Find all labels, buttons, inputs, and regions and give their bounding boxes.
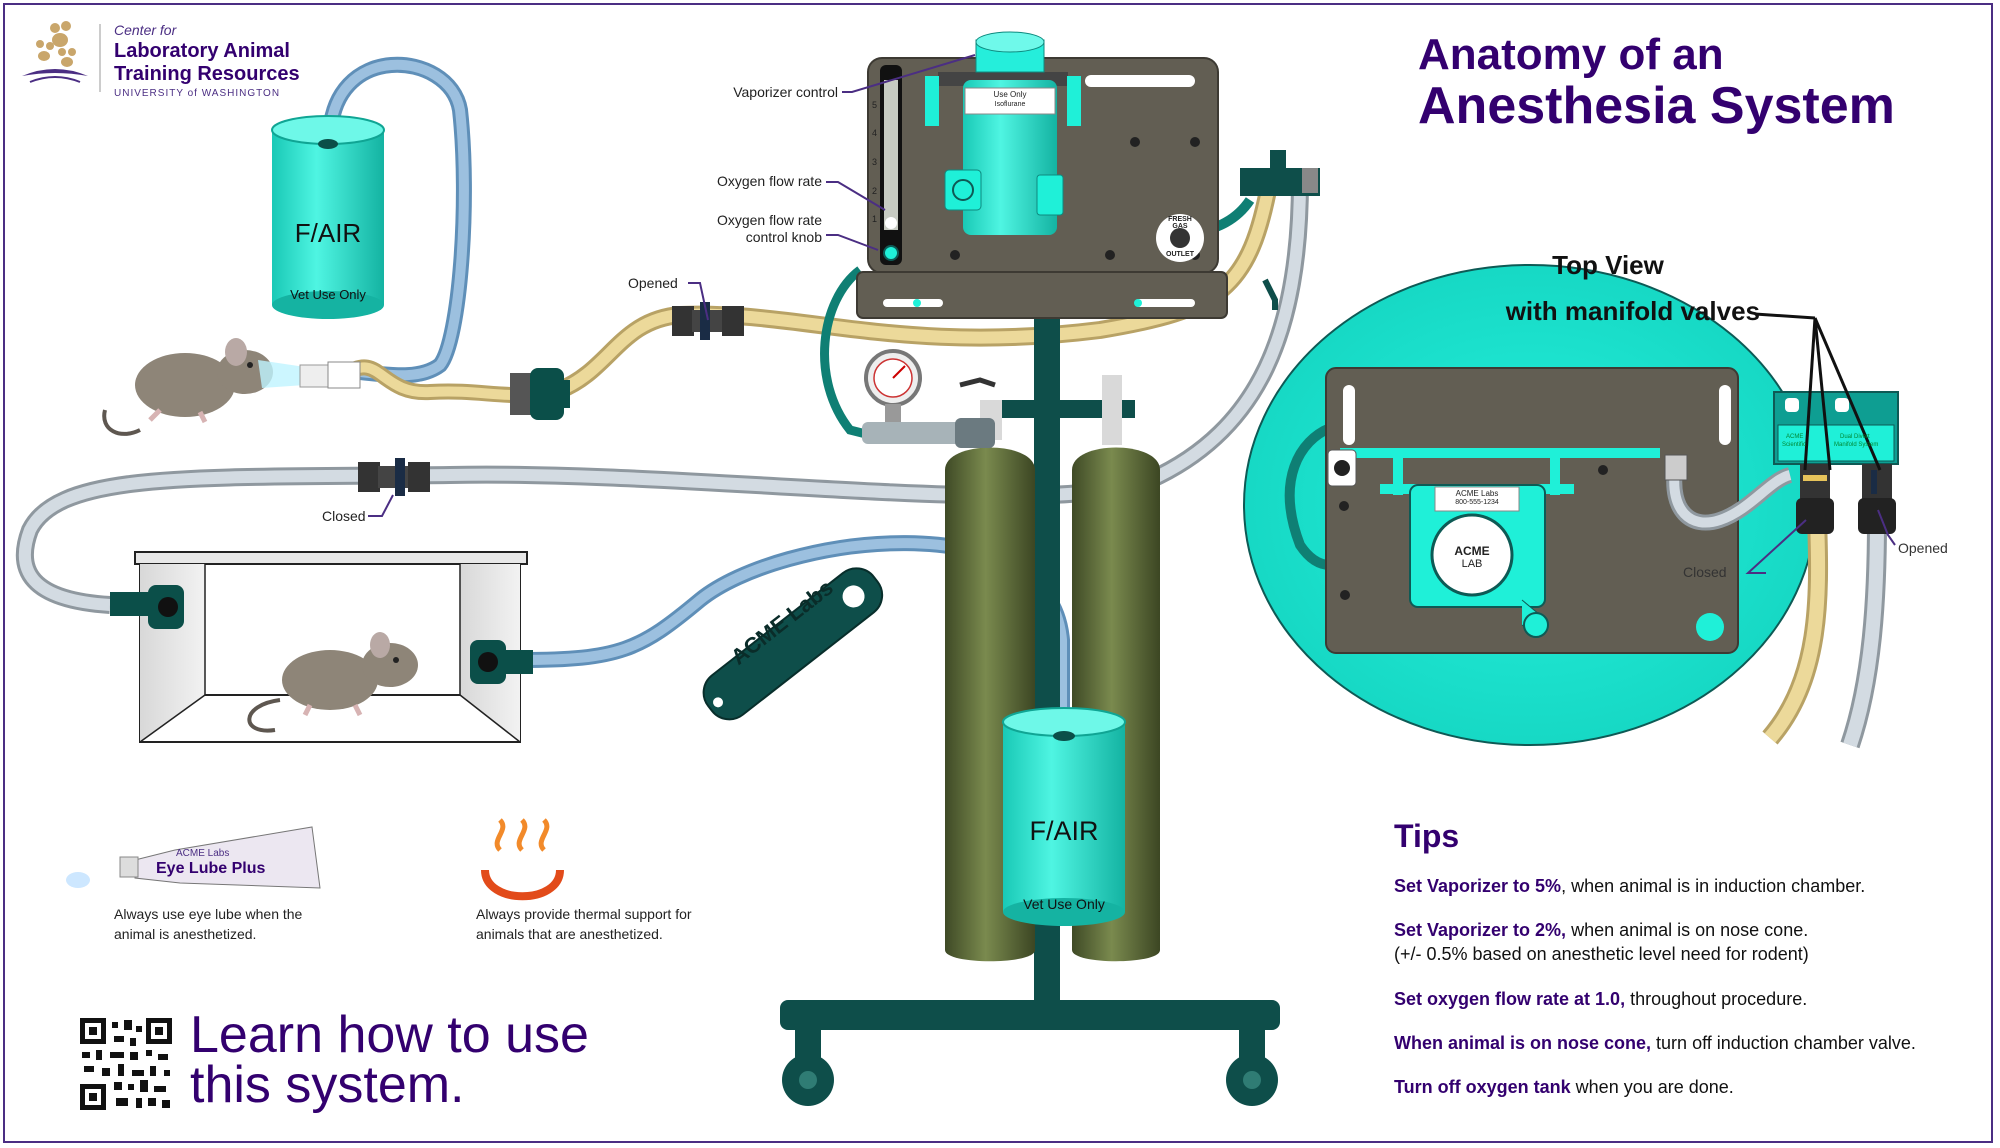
label-vaporizer-control: Vaporizer control bbox=[733, 84, 838, 100]
learn-link[interactable]: Learn how to use this system. bbox=[190, 1006, 589, 1114]
inline-adapter bbox=[510, 368, 570, 420]
eye-lube-tube bbox=[66, 826, 321, 889]
topview-plate-1: ACME Labs bbox=[1455, 489, 1499, 498]
eye-lube-brand: ACME Labs bbox=[176, 848, 230, 859]
label-closed-valve: Closed bbox=[322, 508, 366, 524]
mouse-chamber bbox=[247, 632, 418, 733]
tip-2-note: (+/- 0.5% based on anesthetic level need… bbox=[1394, 944, 1809, 964]
manifold-left-2: Scientific bbox=[1782, 442, 1807, 448]
learn-line-1: Learn how to use bbox=[190, 1006, 589, 1064]
topview-opened: Opened bbox=[1898, 540, 1948, 556]
manifold-right-1: Dual Divert bbox=[1840, 434, 1870, 440]
flowmeter-tick-2: 2 bbox=[872, 186, 878, 196]
mouse-nose-cone bbox=[102, 338, 361, 436]
title-line2: Anesthesia System bbox=[1418, 77, 1895, 135]
vaporizer-tag-1: Use Only bbox=[993, 90, 1027, 99]
label-oxygen-knob-2: control knob bbox=[745, 229, 822, 245]
top-view-ellipse bbox=[1243, 264, 1899, 749]
canister-bottom-sub: Vet Use Only bbox=[1023, 896, 1105, 912]
topview-title-2: with manifold valves bbox=[1505, 296, 1760, 326]
flowmeter-tick-1: 1 bbox=[872, 214, 878, 224]
acme-keyring bbox=[702, 567, 884, 721]
logo-university: UNIVERSITY of WASHINGTON bbox=[114, 88, 281, 99]
topview-plate-2: 800-555-1234 bbox=[1455, 499, 1499, 506]
flowmeter-tick-5: 5 bbox=[872, 100, 878, 110]
qr-code bbox=[80, 1018, 172, 1110]
flowmeter-tick-4: 4 bbox=[872, 128, 878, 138]
label-oxygen-knob-1: Oxygen flow rate bbox=[716, 212, 822, 228]
learn-line-2: this system. bbox=[190, 1056, 465, 1114]
topview-closed: Closed bbox=[1683, 564, 1727, 580]
canister-top-label: F/AIR bbox=[294, 218, 362, 248]
manifold-left-1: ACME bbox=[1786, 434, 1804, 440]
tip-5: Turn off oxygen tank when you are done. bbox=[1394, 1077, 1734, 1097]
machine-manifold bbox=[1240, 150, 1320, 310]
tip-4: When animal is on nose cone, turn off in… bbox=[1394, 1033, 1916, 1053]
eye-lube-caption-1: Always use eye lube when the bbox=[114, 906, 303, 922]
thermal-caption-2: animals that are anesthetized. bbox=[476, 926, 663, 942]
tip-1: Set Vaporizer to 5%, when animal is in i… bbox=[1394, 876, 1866, 896]
eye-lube-caption-2: animal is anesthetized. bbox=[114, 926, 257, 942]
label-fresh-gas: FRESH GAS bbox=[1168, 216, 1192, 230]
induction-chamber bbox=[110, 551, 533, 743]
paw-logo-icon bbox=[22, 21, 101, 92]
label-outlet: OUTLET bbox=[1166, 251, 1194, 258]
thermal-support-icon bbox=[481, 818, 564, 901]
eye-lube-name: Eye Lube Plus bbox=[156, 860, 266, 877]
topview-dial-1: ACME bbox=[1454, 544, 1490, 558]
logo-line-lab-animal: Laboratory Animal bbox=[114, 40, 290, 62]
flowmeter-tick-3: 3 bbox=[872, 157, 878, 167]
label-oxygen-flow-rate: Oxygen flow rate bbox=[716, 173, 822, 189]
topview-dial-2: LAB bbox=[1461, 558, 1483, 570]
canister-top bbox=[271, 115, 385, 319]
logo-line-training: Training Resources bbox=[114, 63, 300, 85]
title-line1: Anatomy of an bbox=[1418, 30, 1724, 79]
tip-3: Set oxygen flow rate at 1.0, throughout … bbox=[1394, 989, 1808, 1009]
tips-heading: Tips bbox=[1394, 818, 1460, 854]
canister-bottom-label: F/AIR bbox=[1029, 816, 1099, 846]
canister-bottom bbox=[1002, 707, 1126, 926]
thermal-caption-1: Always provide thermal support for bbox=[476, 906, 692, 922]
yellow-valve-opened bbox=[672, 302, 744, 340]
gray-valve-closed bbox=[358, 458, 430, 496]
topview-title-1: Top View bbox=[1552, 250, 1664, 280]
vaporizer bbox=[925, 31, 1081, 235]
canister-top-sub: Vet Use Only bbox=[290, 287, 366, 302]
label-opened-valve: Opened bbox=[628, 275, 678, 291]
manifold-right-2: Manifold System bbox=[1834, 442, 1879, 448]
vaporizer-tag-2: Isoflurane bbox=[994, 101, 1026, 108]
tip-2: Set Vaporizer to 2%, when animal is on n… bbox=[1394, 920, 1809, 940]
oxygen-regulator bbox=[862, 349, 996, 448]
logo-center-for: Center for bbox=[114, 22, 177, 38]
